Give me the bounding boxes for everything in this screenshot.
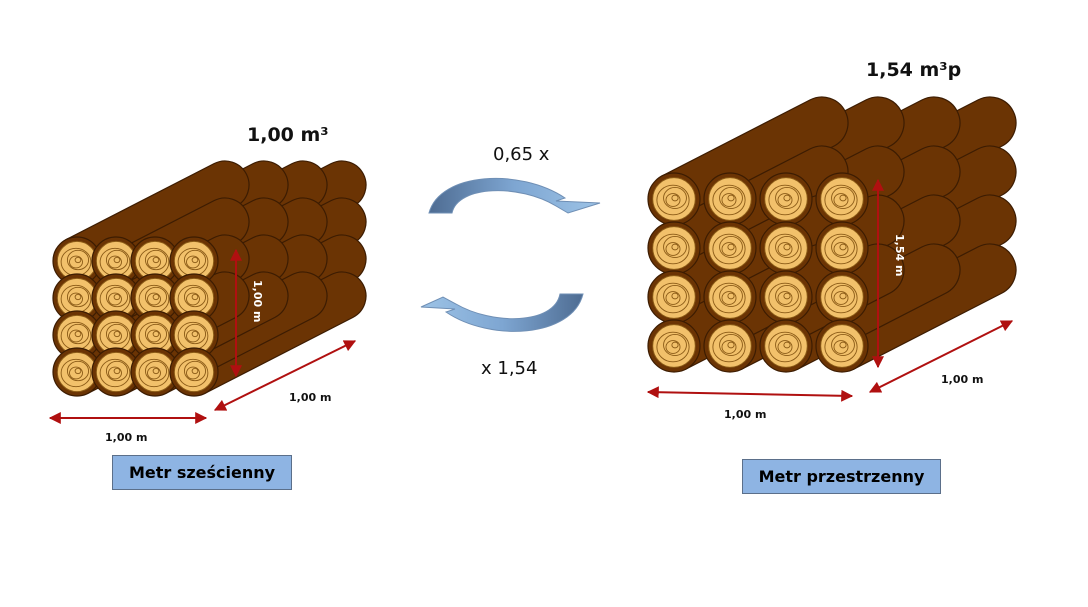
right-volume-label: 1,54 m³p (866, 59, 961, 81)
right-width-arrow (646, 386, 854, 402)
right-unit-name: Metr przestrzenny (758, 467, 925, 486)
to-right-factor-label: x 1,54 (481, 358, 537, 379)
left-unit-name: Metr sześcienny (128, 463, 276, 482)
right-log-end (815, 221, 869, 275)
right-log-end (759, 270, 813, 324)
left-log-end (169, 273, 219, 323)
upper-curved-arrow (428, 177, 601, 214)
right-log-stack (647, 96, 1017, 373)
right-height-label: 1,54 m (893, 234, 906, 276)
left-log-end (91, 310, 141, 360)
left-depth-arrow (213, 340, 357, 411)
right-log-end (647, 172, 701, 226)
left-volume-label: 1,00 m³ (247, 124, 329, 146)
right-log-end (703, 221, 757, 275)
left-log-end (130, 236, 180, 286)
left-log-end (52, 347, 102, 397)
left-log-end (91, 273, 141, 323)
left-log-end (91, 347, 141, 397)
left-log-end (169, 347, 219, 397)
conversion-cycle-arrows (420, 177, 601, 332)
left-log-stack (52, 160, 367, 397)
right-log-end-faces (647, 172, 869, 373)
right-log-end (703, 172, 757, 226)
lower-curved-arrow (420, 293, 584, 332)
right-log-end (759, 221, 813, 275)
right-log-end (759, 319, 813, 373)
right-log-end (815, 172, 869, 226)
right-log-end (647, 270, 701, 324)
right-log-end (759, 172, 813, 226)
left-unit-name-box: Metr sześcienny (112, 455, 292, 490)
right-log-end (815, 319, 869, 373)
to-left-factor-label: 0,65 x (493, 144, 550, 165)
right-unit-name-box: Metr przestrzenny (742, 459, 941, 494)
right-depth-arrow (868, 320, 1014, 393)
right-width-label: 1,00 m (724, 408, 766, 421)
right-log-end (703, 319, 757, 373)
left-log-end (169, 310, 219, 360)
right-depth-label: 1,00 m (941, 373, 983, 386)
left-height-label: 1,00 m (251, 280, 264, 322)
left-log-end (130, 310, 180, 360)
left-log-end (169, 236, 219, 286)
right-log-end (703, 270, 757, 324)
left-log-end (52, 273, 102, 323)
left-depth-label: 1,00 m (289, 391, 331, 404)
left-log-end-faces (52, 236, 219, 397)
right-log-end (647, 221, 701, 275)
right-log-end (647, 319, 701, 373)
left-width-label: 1,00 m (105, 431, 147, 444)
left-log-end (52, 310, 102, 360)
right-log-end (815, 270, 869, 324)
left-log-end (130, 273, 180, 323)
